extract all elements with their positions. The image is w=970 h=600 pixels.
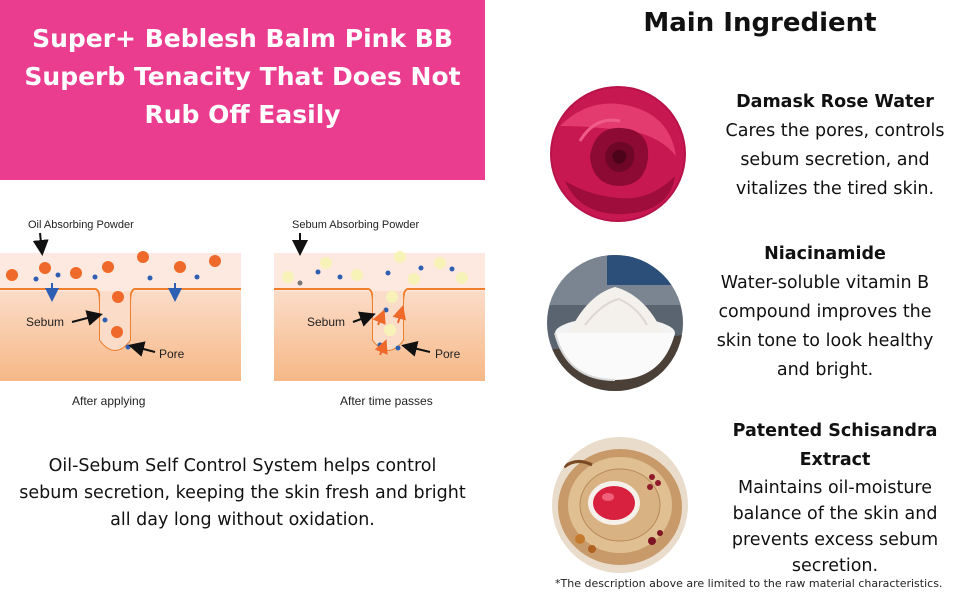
sebum-dot	[385, 270, 391, 276]
headline-banner: Super+ Beblesh Balm Pink BB Superb Tenac…	[0, 0, 485, 180]
pore-label: Pore	[159, 347, 185, 361]
sebum-dot	[92, 274, 98, 280]
oil-powder-dot	[39, 262, 51, 274]
ingredient-desc-line: balance of the skin and	[732, 504, 938, 524]
ingredient-schisandra: Patented Schisandra Extract Maintains oi…	[705, 417, 965, 579]
sebum-control-diagram: Oil Absorbing Powder Sebum Pore After ap…	[0, 205, 485, 410]
ingredient-desc-line: and bright.	[776, 360, 874, 380]
main-ingredient-title: Main Ingredient	[643, 8, 877, 38]
sebum-dot	[33, 276, 39, 282]
headline-line-2: Superb Tenacity That Does Not	[24, 62, 461, 91]
pore-label: Pore	[435, 347, 461, 361]
oil-powder-dot	[112, 291, 124, 303]
sebum-dot	[418, 265, 424, 271]
sebum-powder-dot	[386, 291, 398, 303]
sebum-dot	[125, 344, 131, 350]
sebum-powder-dot	[434, 257, 446, 269]
ingredient-desc-line: prevents excess sebum	[731, 530, 939, 550]
sebum-dot	[383, 307, 389, 313]
sebum-powder-dot	[320, 257, 332, 269]
diagram-left-panel: Oil Absorbing Powder Sebum Pore After ap…	[0, 219, 241, 408]
ingredient-desc-line: Water-soluble vitamin B	[720, 273, 930, 293]
ingredient-desc-line: compound improves the	[718, 302, 932, 322]
ingredient-desc-line: Cares the pores, controls	[725, 121, 945, 141]
sebum-dot	[337, 274, 343, 280]
ingredient-niacinamide: Niacinamide Water-soluble vitamin B comp…	[690, 240, 960, 385]
sebum-powder-dot	[408, 273, 420, 285]
tea-cup-image	[552, 437, 688, 573]
oil-powder-dot	[111, 326, 123, 338]
oil-powder-dot	[70, 267, 82, 279]
ingredient-name: Damask Rose Water	[736, 92, 934, 112]
oil-powder-dot	[209, 255, 221, 267]
sebum-powder-dot	[384, 324, 396, 336]
ingredient-desc-line: sebum secretion, and	[740, 150, 930, 170]
description-line-2: sebum secretion, keeping the skin fresh …	[19, 483, 466, 503]
powder-bowl-image	[547, 255, 683, 391]
sebum-dot	[449, 266, 455, 272]
oil-powder-dot	[174, 261, 186, 273]
headline-line-1: Super+ Beblesh Balm Pink BB	[32, 24, 453, 53]
oil-powder-dot	[137, 251, 149, 263]
diagram-right-panel: Sebum Absorbing Powder Sebum Pore After …	[274, 219, 485, 408]
sebum-label: Sebum	[26, 315, 64, 329]
sebum-dot	[102, 317, 108, 323]
sebum-dot	[377, 342, 383, 348]
oil-powder-label: Oil Absorbing Powder	[28, 219, 134, 231]
disclaimer-footnote: *The description above are limited to th…	[555, 577, 943, 590]
sebum-dot	[55, 272, 61, 278]
ingredient-name: Niacinamide	[764, 244, 886, 264]
sebum-powder-dot	[282, 271, 294, 283]
sebum-powder-dot	[351, 269, 363, 281]
oil-powder-dot	[6, 269, 18, 281]
oil-sebum-description: Oil-Sebum Self Control System helps cont…	[0, 453, 485, 534]
rose-image	[550, 86, 686, 222]
ingredient-desc-line: secretion.	[791, 556, 879, 576]
description-line-1: Oil-Sebum Self Control System helps cont…	[48, 456, 437, 476]
headline-title: Super+ Beblesh Balm Pink BB Superb Tenac…	[8, 20, 478, 134]
ingredient-name-line-1: Patented Schisandra	[732, 421, 938, 441]
ingredient-rose: Damask Rose Water Cares the pores, contr…	[705, 88, 965, 204]
ingredient-name-line-2: Extract	[799, 450, 871, 470]
sebum-dot	[395, 345, 401, 351]
sebum-dot	[297, 280, 303, 286]
sebum-powder-label: Sebum Absorbing Powder	[292, 219, 420, 231]
ingredient-desc-line: vitalizes the tired skin.	[735, 179, 935, 199]
sebum-label: Sebum	[307, 315, 345, 329]
sebum-dot	[315, 269, 321, 275]
sebum-dot	[194, 274, 200, 280]
sebum-powder-dot	[456, 272, 468, 284]
sebum-dot	[147, 275, 153, 281]
after-applying-caption: After applying	[72, 394, 145, 408]
sebum-powder-dot	[394, 251, 406, 263]
ingredient-desc-line: skin tone to look healthy	[716, 331, 934, 351]
headline-line-3: Rub Off Easily	[144, 100, 341, 129]
ingredient-desc-line: Maintains oil-moisture	[737, 478, 932, 498]
description-line-3: all day long without oxidation.	[110, 510, 375, 530]
after-time-caption: After time passes	[340, 394, 433, 408]
oil-powder-dot	[102, 261, 114, 273]
